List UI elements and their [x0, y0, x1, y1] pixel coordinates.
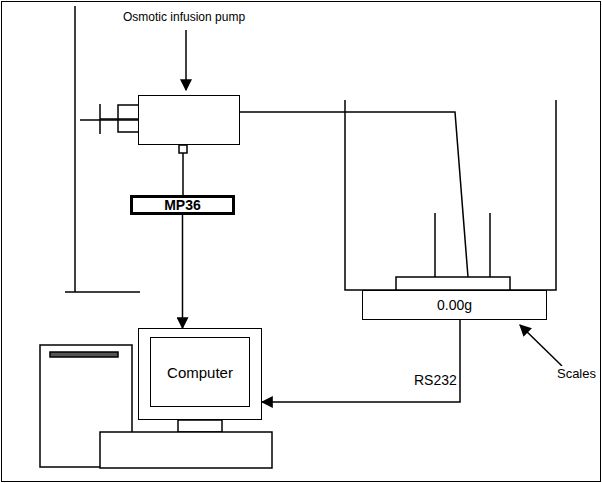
scale-platform	[396, 277, 510, 290]
container-wall	[434, 213, 436, 277]
leader-line	[520, 325, 562, 366]
keyboard-base	[100, 432, 272, 468]
connector	[240, 112, 468, 277]
beaker	[345, 100, 556, 290]
pump-body: Osmotic infusion pump	[138, 95, 240, 145]
node-label: Computer	[150, 337, 250, 407]
stand-arm	[80, 119, 138, 121]
callout-label: Scales	[555, 366, 598, 381]
connector	[182, 215, 184, 328]
node-label: MP36	[164, 197, 201, 213]
leader-line	[185, 30, 187, 90]
connector	[182, 153, 184, 195]
stand-base	[65, 291, 140, 293]
callout-label: Osmotic infusion pump	[123, 10, 245, 24]
plunger-guide	[118, 105, 138, 132]
computer-monitor: Computer	[138, 328, 262, 420]
connector	[262, 320, 460, 402]
monitor-neck	[178, 420, 222, 432]
scale-display: 0.00g	[362, 290, 547, 320]
plunger-rod	[100, 118, 138, 120]
node-label: 0.00g	[437, 297, 472, 313]
edge-label: RS232	[412, 372, 459, 388]
process-box: MP36	[130, 195, 235, 215]
container-wall	[489, 213, 491, 277]
drive-slot	[50, 352, 118, 357]
pump-port	[179, 145, 187, 153]
stand-pole	[74, 6, 76, 292]
